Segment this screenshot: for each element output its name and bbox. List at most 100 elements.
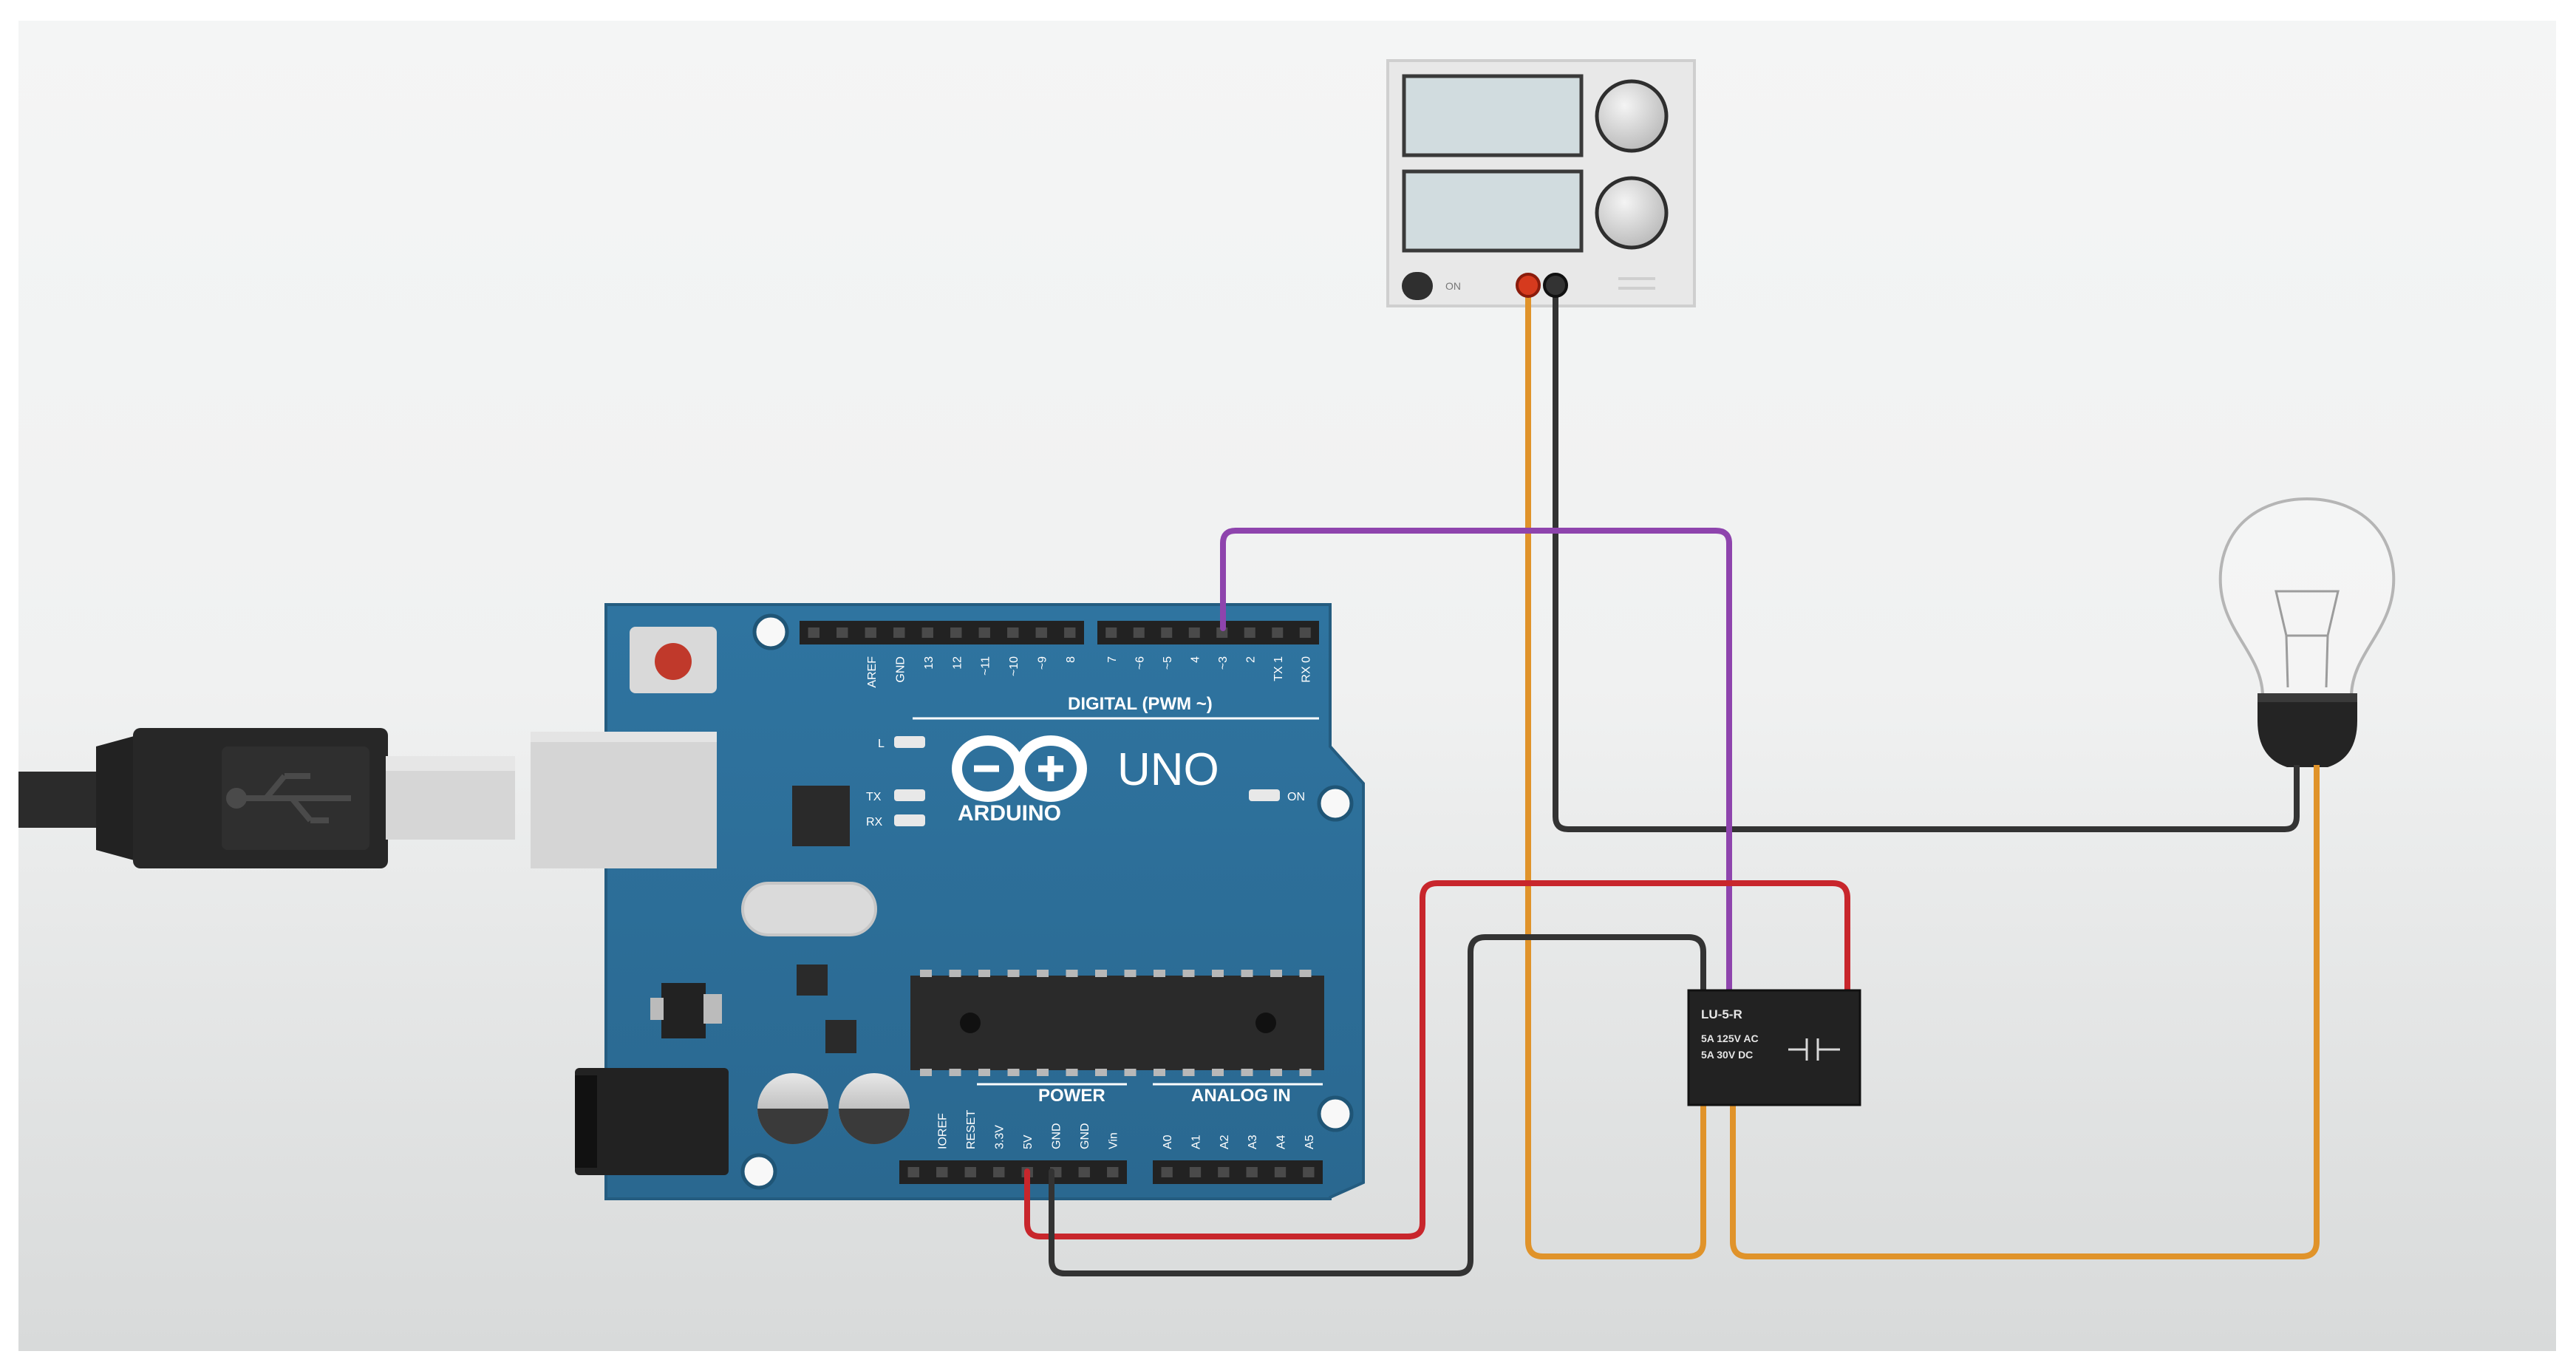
mounting-hole [1317,785,1354,822]
supply-terminal-positive[interactable] [1516,273,1541,298]
header-socket[interactable] [1188,627,1200,638]
power-header[interactable] [899,1160,1127,1184]
pin-label: GND [895,656,907,683]
led-rx-label: RX [866,816,883,829]
power-switch-label: ON [1445,280,1461,292]
header-socket[interactable] [1161,627,1173,638]
header-socket[interactable] [1064,627,1076,638]
header-socket[interactable] [893,627,905,638]
mounting-hole [740,1153,777,1190]
header-socket[interactable] [1107,1167,1119,1177]
pin-label: A0 [1162,1134,1174,1149]
crystal-oscillator [741,882,877,936]
header-socket[interactable] [836,627,848,638]
chip-pin [1299,1069,1312,1076]
reset-button[interactable] [655,643,692,680]
digital-header-left[interactable] [800,621,1084,644]
pin-label: ~10 [1008,656,1020,676]
pin-label: RX 0 [1300,656,1312,683]
header-socket[interactable] [1299,627,1311,638]
analog-header-label: ANALOG IN [1191,1086,1291,1106]
usb-cable[interactable] [18,728,515,868]
dc-barrel-jack-face [575,1075,597,1168]
power-supply-vent [1618,277,1655,280]
chip-pin [1241,970,1253,977]
header-socket[interactable] [1274,1167,1287,1177]
usb-plug-connector-shine [386,756,515,771]
header-socket[interactable] [865,627,876,638]
usb-b-receptacle[interactable] [531,732,717,868]
pin-label: IOREF [936,1113,949,1149]
chip-pin [1182,970,1195,977]
usb-cable-strain-relief [96,735,137,861]
relay-module[interactable]: LU-5-R 5A 125V AC 5A 30V DC [1687,989,1861,1106]
header-socket[interactable] [808,627,820,638]
analog-header[interactable] [1153,1160,1323,1184]
header-socket[interactable] [1303,1167,1315,1177]
header-socket[interactable] [950,627,962,638]
pin-label: RESET [965,1109,978,1149]
dc-power-supply[interactable]: ON [1386,59,1696,307]
bulb-filament [2275,590,2340,688]
chip-pin [1299,970,1312,977]
power-switch[interactable] [1402,272,1433,300]
current-knob[interactable] [1595,176,1669,250]
pin-label: TX 1 [1272,656,1285,681]
usb-cable-cord [18,772,100,828]
chip-pin [1124,1069,1137,1076]
header-socket[interactable] [1272,627,1284,638]
chip-pin [1270,970,1282,977]
wire-signal-pin3[interactable] [1220,528,1732,997]
voltage-display [1402,74,1584,157]
wire-5v[interactable] [1024,880,1850,1239]
current-display [1402,169,1584,253]
header-socket[interactable] [1105,627,1117,638]
wire-relay-to-lamp[interactable] [1730,773,2320,1259]
header-socket[interactable] [1246,1167,1258,1177]
chip-pin [1182,1069,1195,1076]
pin-label: 2 [1244,656,1257,663]
wire-gnd[interactable] [1049,934,1706,1276]
led-rx [894,814,925,826]
pin-label: ~9 [1036,656,1049,670]
chip-pin [1212,1069,1224,1076]
light-bulb-icon[interactable] [2218,497,2396,780]
header-socket[interactable] [1007,627,1019,638]
led-tx [894,789,925,801]
pin-label: Vin [1108,1132,1120,1149]
wire-supply-negative[interactable] [1553,282,2300,832]
header-socket[interactable] [907,1167,919,1177]
header-socket[interactable] [1078,1167,1090,1177]
wire-supply-positive[interactable] [1525,282,1706,1259]
chip-pin [949,1069,961,1076]
small-component [825,1020,856,1053]
chip-pin [920,1069,932,1076]
bulb-glass [2218,497,2396,696]
chip-pin [1154,1069,1165,1076]
header-socket[interactable] [964,1167,976,1177]
header-socket[interactable] [921,627,933,638]
header-socket[interactable] [1244,627,1255,638]
supply-terminal-negative[interactable] [1543,273,1568,298]
chip-pin [1066,970,1078,977]
led-l [894,736,925,748]
header-socket[interactable] [993,1167,1005,1177]
power-supply-vent [1618,287,1655,290]
header-socket[interactable] [1035,627,1047,638]
digital-header-label: DIGITAL (PWM ~) [1068,694,1213,714]
relay-part-number: LU-5-R [1701,1007,1742,1021]
voltage-knob[interactable] [1595,79,1669,153]
header-socket[interactable] [1218,1167,1230,1177]
digital-header-right[interactable] [1097,621,1319,644]
header-socket[interactable] [1161,1167,1173,1177]
chip-pin [1007,970,1020,977]
dc-barrel-jack[interactable] [575,1068,729,1175]
header-socket[interactable] [978,627,990,638]
power-header-label: POWER [1038,1086,1105,1106]
header-socket[interactable] [1133,627,1145,638]
header-socket[interactable] [1189,1167,1202,1177]
header-socket[interactable] [936,1167,948,1177]
